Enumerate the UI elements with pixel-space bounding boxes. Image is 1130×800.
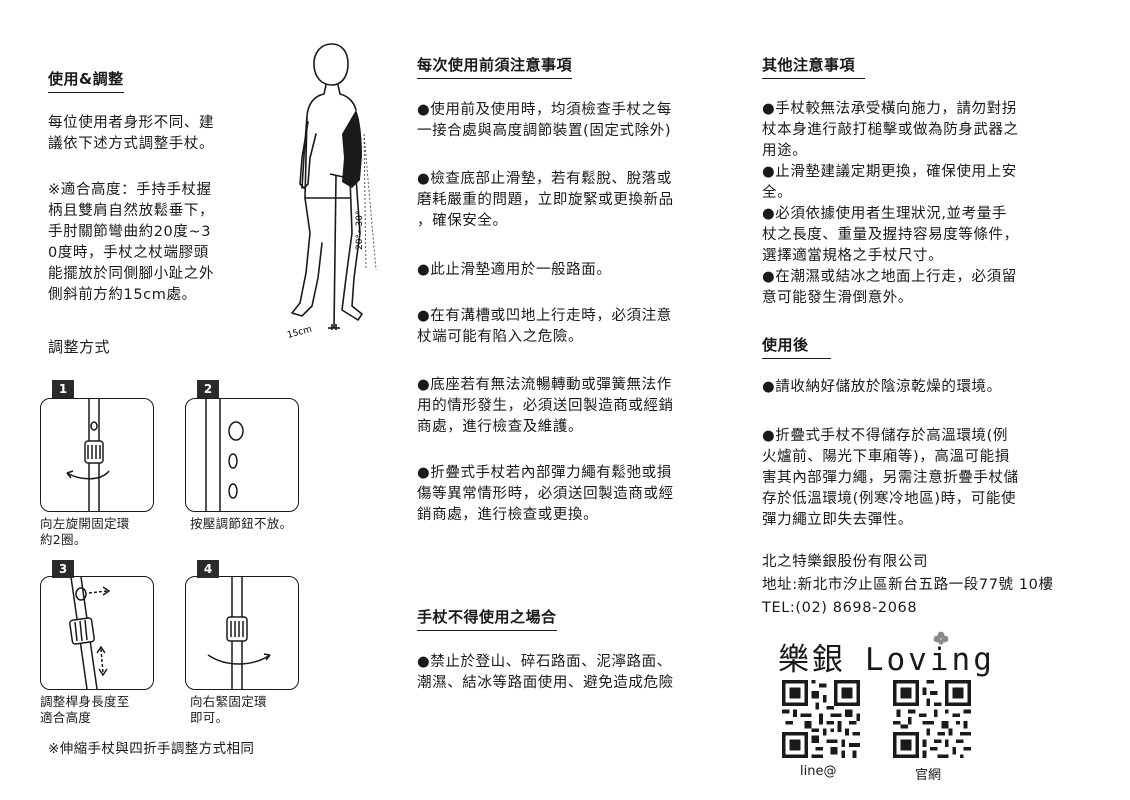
section-title-usage-adjustment: 使用&調整 [48,68,124,93]
step-3-caption: 調整桿身長度至 適合高度 [40,694,130,725]
height-note-text: ※適合高度：手持手杖握 柄且雙肩自然放鬆垂下， 手肘關節彎曲約20度~3 0度時… [48,182,215,303]
qr-code-line[interactable] [782,680,860,758]
intro-text: 每位使用者身形不同、建 議依下述方式調整手杖。 [48,115,215,152]
person-with-cane-illustration: 20°~30° 15cm [286,43,377,341]
qr-label-website: 官網 [915,768,942,783]
step-3-illustration [40,576,154,690]
before-use-item-3: ●此止滑墊適用於一般路面。 [417,262,612,278]
step-1-caption: 向左旋開固定環 約2圈。 [40,516,130,547]
step-4-caption: 向右緊固定環 即可。 [190,694,267,725]
step-2-caption: 按壓調節鈕不放。 [190,516,293,531]
step-1-number: 1 [52,380,74,398]
section-title-forbidden: 手杖不得使用之場合 [417,606,557,631]
before-use-item-1: ●使用前及使用時，均須檢查手杖之每 一接合處與高度調節裝置(固定式除外) [417,102,672,139]
step-2-number: 2 [197,380,219,398]
after-use-item-2: ●折疊式手杖不得儲存於高溫環境(例 火爐前、陽光下車廂等)，高溫可能損 害其內部… [762,428,1019,528]
step-1-illustration [40,398,154,512]
company-name: 北之特樂銀股份有限公司 [762,554,929,570]
other-notes-text: ●手杖較無法承受橫向施力，請勿對拐 杖本身進行敲打槌擊或做為防身武器之 用途。 … [762,101,1019,306]
qr-code-website[interactable] [893,680,971,758]
forbidden-text: ●禁止於登山、碎石路面、泥濘路面、 潮濕、結冰等路面使用、避免造成危險 [417,654,674,691]
step-2-illustration [185,398,299,512]
distance-label: 15cm [286,325,313,341]
adjust-method-title: 調整方式 [48,338,111,356]
before-use-item-6: ●折疊式手杖若內部彈力繩有鬆弛或損 傷等異常情形時，必須送回製造商或經 銷商處，… [417,465,674,523]
before-use-item-4: ●在有溝槽或凹地上行走時，必須注意 杖端可能有陷入之危險。 [417,308,672,345]
before-use-item-2: ●檢查底部止滑墊，若有鬆脫、脫落或 磨耗嚴重的問題，立即旋緊或更換新品 ，確保安… [417,171,674,229]
angle-label: 20°~30° [355,211,365,250]
company-tel: TEL:(02) 8698-2068 [762,600,918,616]
step-4-illustration [185,576,299,690]
before-use-item-5: ●底座若有無法流暢轉動或彈簧無法作 用的情形發生，必須送回製造商或經銷 商處，進… [417,377,674,435]
step-4-number: 4 [197,560,219,578]
step-3-number: 3 [52,560,74,578]
section-title-before-use: 每次使用前須注意事項 [417,54,573,79]
footnote: ※伸縮手杖與四折手調整方式相同 [48,741,255,757]
section-title-other-notes: 其他注意事項 [762,54,866,79]
clover-icon [933,631,949,645]
section-title-after-use: 使用後 [762,334,831,359]
brand-logo-cn: 樂銀 [778,642,846,678]
after-use-item-1: ●請收納好儲放於陰涼乾燥的環境。 [762,379,1002,395]
qr-label-line: line@ [800,764,837,779]
company-address: 地址:新北市汐止區新台五路一段77號 10樓 [762,577,1054,593]
